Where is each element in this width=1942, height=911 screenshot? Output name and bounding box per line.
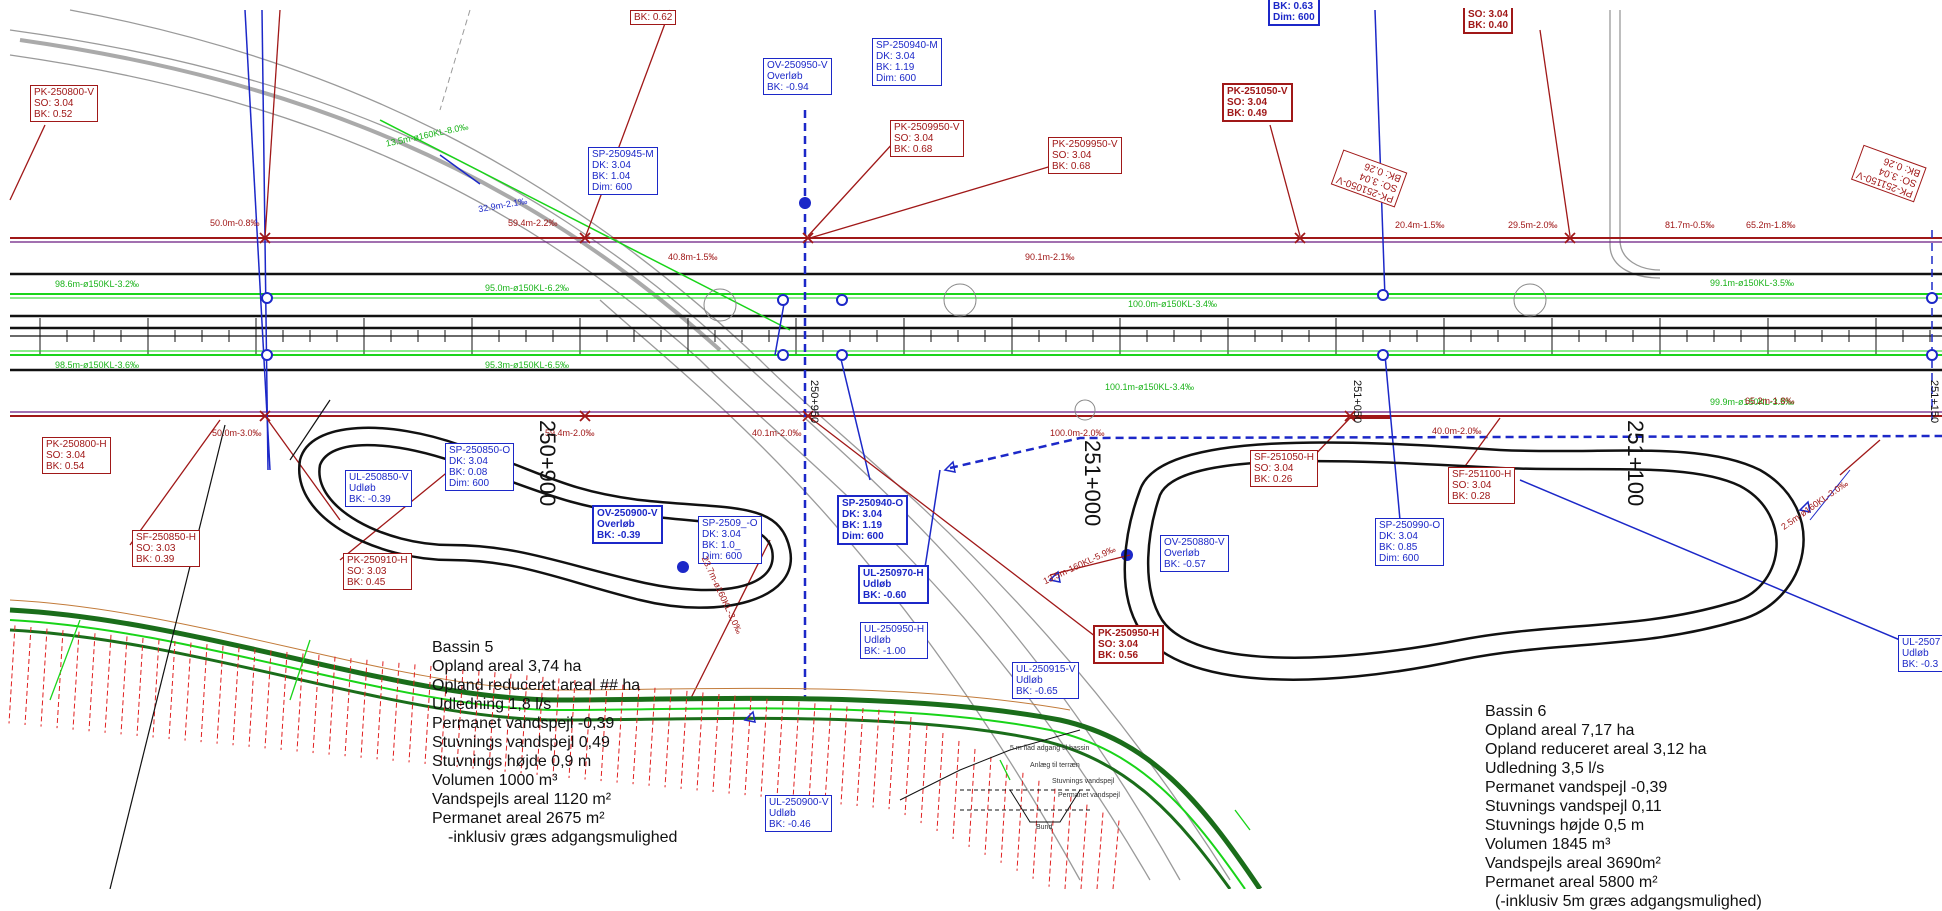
pipe-label-red: 59.4m-2.2‰ bbox=[508, 218, 558, 228]
station-label: 251+100 bbox=[1623, 420, 1648, 507]
pipe-label-red: 59.4m-2.0‰ bbox=[545, 428, 595, 438]
pipe-label-green: 100.1m-ø150KL-3.4‰ bbox=[1105, 382, 1195, 392]
station-label: 251+000 bbox=[1080, 440, 1105, 527]
flow-triangles bbox=[743, 460, 1811, 723]
purple-line bbox=[10, 241, 1942, 413]
track-lines bbox=[10, 272, 1942, 372]
pipe-label-red: 50.0m-3.0‰ bbox=[212, 428, 262, 438]
pipe-label-red: 50.0m-0.8‰ bbox=[210, 218, 260, 228]
pipe-label-green: 99.1m-ø150KL-3.5‰ bbox=[1710, 278, 1795, 288]
section-note: Stuvnings vandspejl bbox=[1052, 778, 1115, 785]
pipe-label-red: 81.7m-0.5‰ bbox=[1665, 220, 1715, 230]
section-note: Bund bbox=[1036, 824, 1053, 831]
pipe-label-red: 90.1m-2.1‰ bbox=[1025, 252, 1075, 262]
pipe-label-green: 98.5m-ø150KL-3.6‰ bbox=[55, 360, 140, 370]
pipe-label-green: 95.0m-ø150KL-6.2‰ bbox=[485, 283, 570, 293]
pipe-label-red: 65.2m-1.8‰ bbox=[1745, 396, 1795, 406]
basin-6-info: Bassin 6 Opland areal 7,17 ha Opland red… bbox=[1485, 703, 1762, 910]
cross-section-sketch bbox=[899, 729, 1090, 823]
pipe-label-red: 40.0m-2.0‰ bbox=[1432, 426, 1482, 436]
road-centerline bbox=[19, 38, 722, 352]
red-markers bbox=[259, 232, 1576, 422]
basin-5-info: Bassin 5 Opland areal 3,74 ha Opland red… bbox=[432, 639, 678, 846]
station-label: 250+900 bbox=[535, 420, 560, 507]
section-note: Anlæg til terræn bbox=[1030, 762, 1080, 769]
embankment-band bbox=[9, 599, 1263, 889]
basin-6-outline bbox=[1123, 441, 1805, 681]
label-bk062: BK: 0.62 bbox=[630, 10, 677, 25]
basin-5-title: Bassin 5 bbox=[432, 639, 494, 656]
tree-symbols bbox=[703, 283, 1547, 421]
station-label: 251+050 bbox=[1351, 380, 1363, 424]
pipe-label-red: 20.4m-1.5‰ bbox=[1395, 220, 1445, 230]
section-note: Permanet vandspejl bbox=[1058, 792, 1120, 799]
red-drain-lines bbox=[10, 237, 1942, 417]
road-edges bbox=[9, 9, 1661, 881]
pipe-label-red: 40.8m-1.5‰ bbox=[668, 252, 718, 262]
red-leaders bbox=[9, 9, 1881, 701]
basin-6-title: Bassin 6 bbox=[1485, 703, 1547, 720]
red-slope-hatch bbox=[8, 625, 1120, 889]
station-label: 250+950 bbox=[808, 380, 820, 424]
pipe-label-red: 65.2m-1.8‰ bbox=[1746, 220, 1796, 230]
green-slope-ticks bbox=[49, 619, 1251, 831]
pipe-label-green: 95.3m-ø150KL-6.5‰ bbox=[485, 360, 570, 370]
pipe-label-green: 100.0m-ø150KL-3.4‰ bbox=[1128, 299, 1218, 309]
pipe-label-green: 99.9m-ø150KL-3.5‰ bbox=[1710, 397, 1795, 407]
pipe-label-green: 98.6m-ø150KL-3.2‰ bbox=[55, 279, 140, 289]
station-label: 251+150 bbox=[1928, 380, 1940, 424]
pipe-label-red: 40.1m-2.0‰ bbox=[752, 428, 802, 438]
section-note: 5 m flad adgang til bassin bbox=[1010, 745, 1090, 752]
blue-manholes bbox=[261, 289, 1938, 361]
pipe-label-red: 100.0m-2.0‰ bbox=[1050, 428, 1105, 438]
pipe-label-red: 29.5m-2.0‰ bbox=[1508, 220, 1558, 230]
